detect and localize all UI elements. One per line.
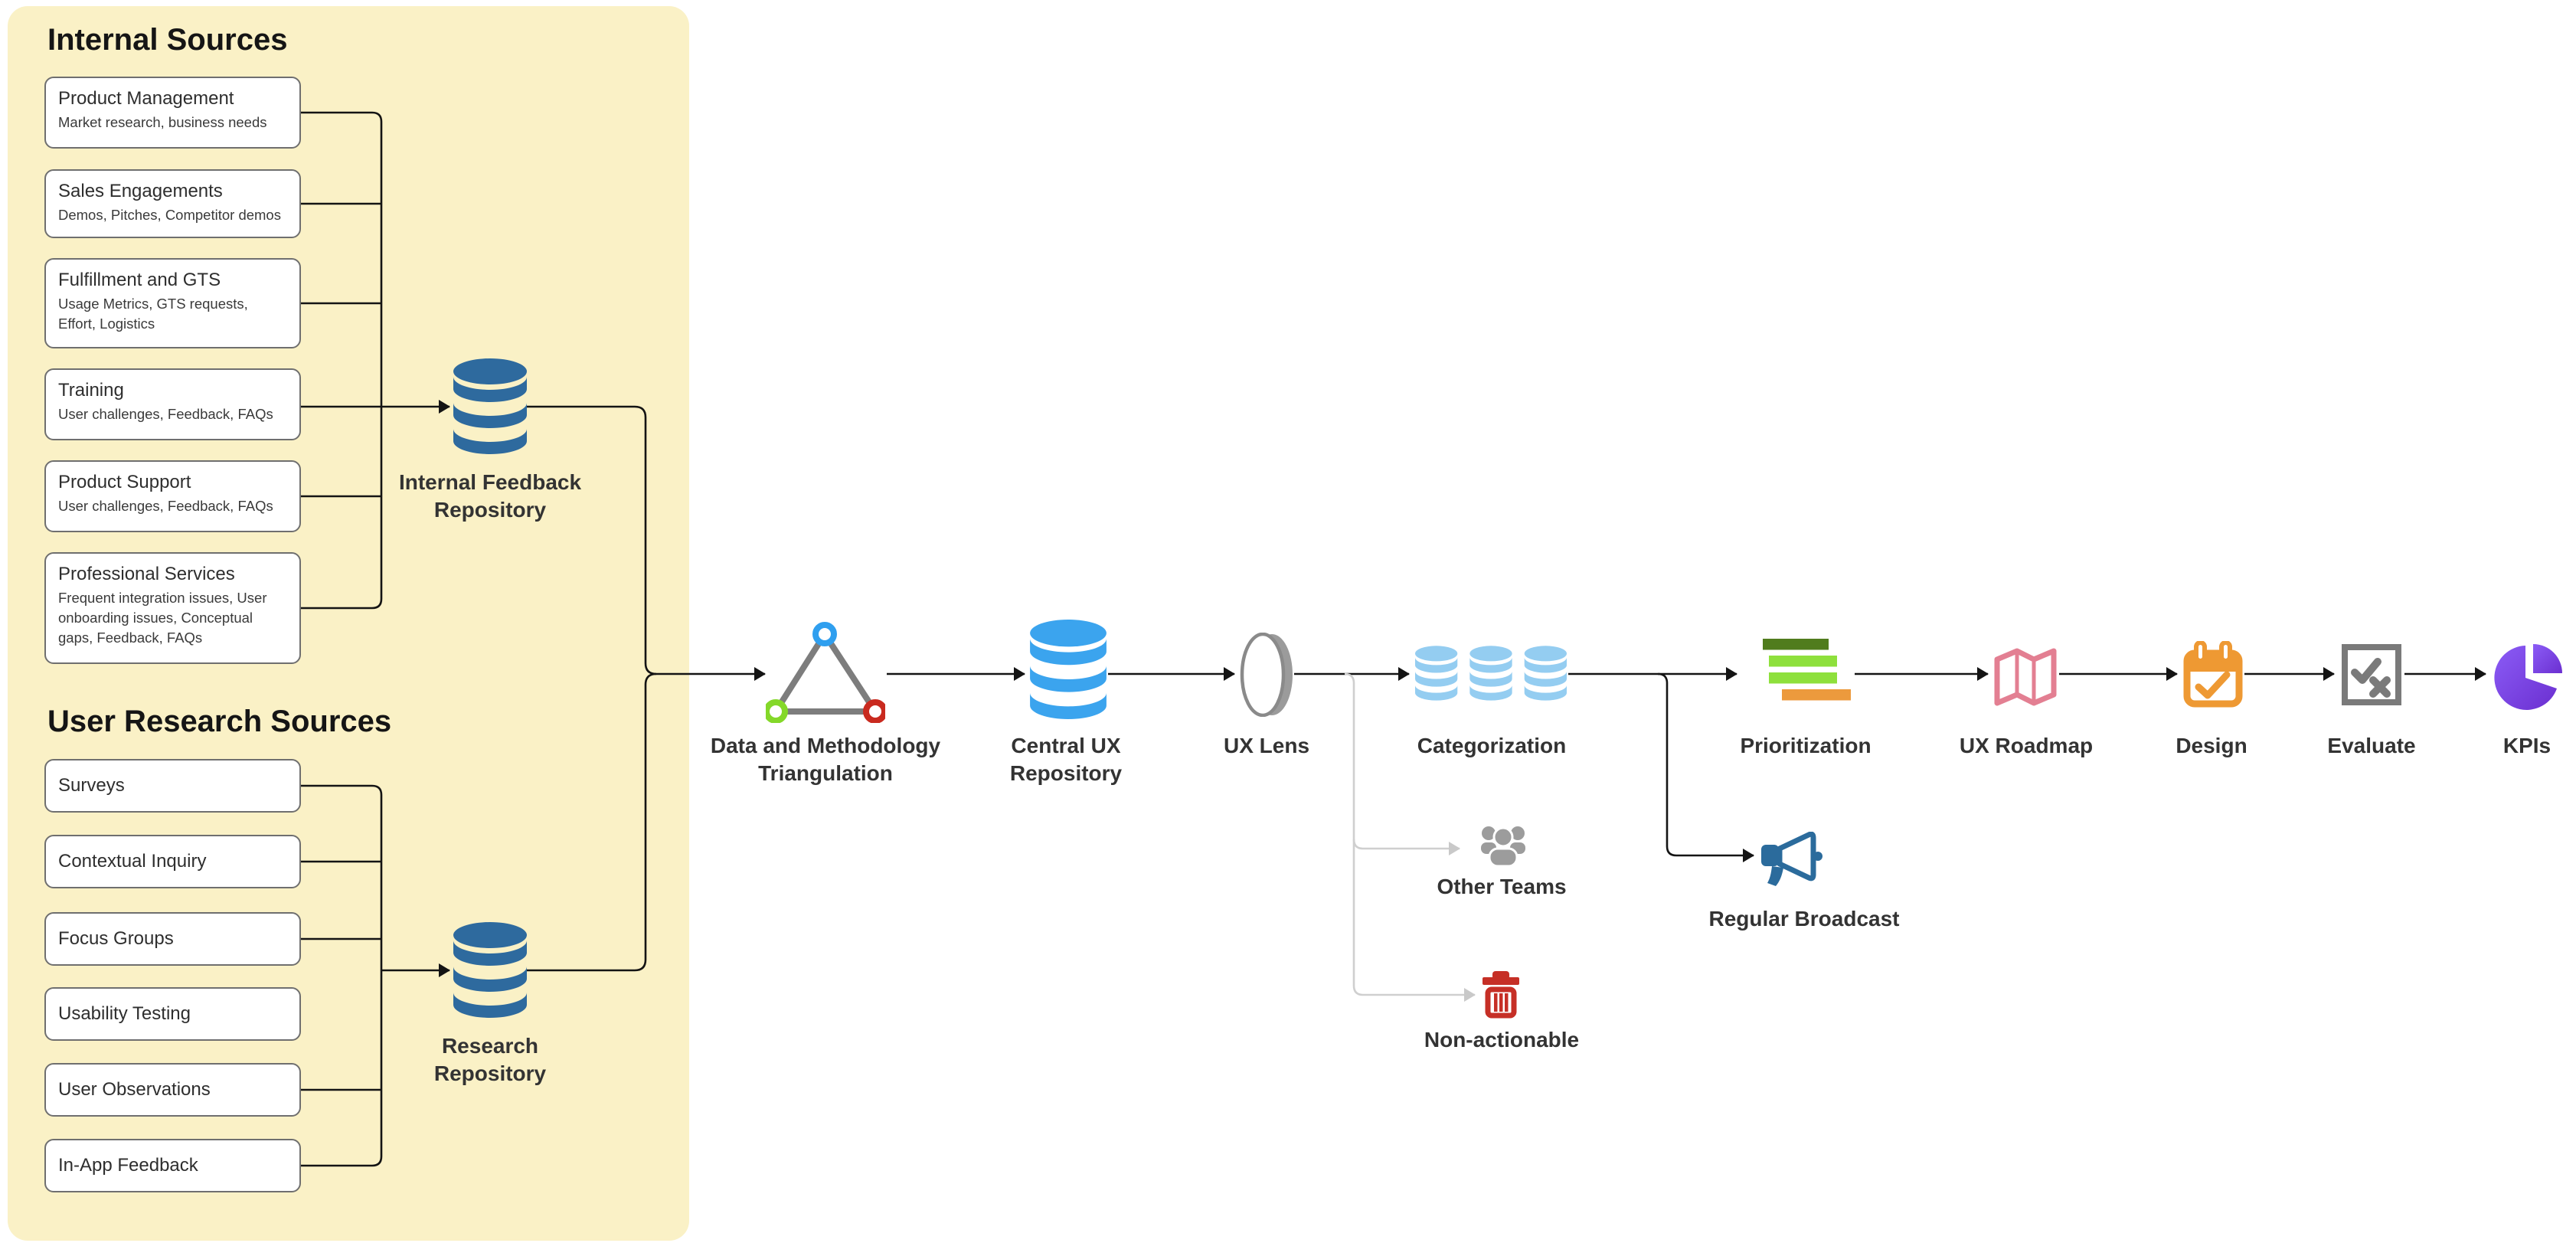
database-cluster-icon (1415, 642, 1567, 711)
internal-repository-label: Internal Feedback Repository (398, 470, 582, 522)
map-icon (1993, 647, 2058, 711)
checklist-icon (2340, 644, 2403, 709)
source-box-user-observations: User Observations (44, 1063, 301, 1117)
kpis-label: KPIs (2502, 734, 2551, 757)
source-title: Professional Services (58, 564, 235, 584)
research-repository-label: Research Repository (433, 1034, 547, 1085)
stacked-bars-icon (1758, 637, 1855, 705)
source-box-in-app-feedback: In-App Feedback (44, 1139, 301, 1192)
source-box-surveys: Surveys (44, 759, 301, 813)
source-subtitle: Market research, business needs (58, 114, 267, 130)
source-title: Product Management (58, 88, 234, 109)
source-title: Usability Testing (58, 1003, 191, 1024)
source-box-sales-engagements: Sales Engagements Demos, Pitches, Compet… (44, 169, 301, 238)
evaluate-label: Evaluate (2327, 734, 2416, 757)
source-box-focus-groups: Focus Groups (44, 912, 301, 966)
source-subtitle: Usage Metrics, GTS requests, Effort, Log… (58, 296, 248, 332)
megaphone-icon (1760, 831, 1824, 891)
source-box-product-management: Product Management Market research, busi… (44, 77, 301, 149)
internal-sources-heading: Internal Sources (47, 23, 288, 57)
design-label: Design (2176, 734, 2247, 757)
source-box-usability-testing: Usability Testing (44, 987, 301, 1041)
ux-lens-label: UX Lens (1223, 734, 1310, 757)
source-subtitle: User challenges, Feedback, FAQs (58, 406, 273, 422)
source-title: Focus Groups (58, 928, 174, 949)
source-title: User Observations (58, 1079, 211, 1100)
source-subtitle: User challenges, Feedback, FAQs (58, 498, 273, 514)
other-teams-label: Other Teams (1437, 875, 1567, 898)
lens-icon (1239, 632, 1296, 721)
source-title: Contextual Inquiry (58, 851, 207, 872)
calendar-check-icon (2183, 640, 2243, 712)
source-title: Fulfillment and GTS (58, 270, 221, 290)
source-subtitle: Demos, Pitches, Competitor demos (58, 207, 281, 223)
trash-icon (1481, 970, 1521, 1022)
database-icon (1030, 620, 1107, 724)
categorization-label: Categorization (1417, 734, 1567, 757)
source-title: Surveys (58, 775, 125, 796)
database-icon (453, 922, 527, 1022)
triangulation-label: Data and Methodology Triangulation (710, 734, 941, 785)
source-box-training: Training User challenges, Feedback, FAQs (44, 368, 301, 440)
source-box-contextual-inquiry: Contextual Inquiry (44, 835, 301, 888)
user-research-sources-heading: User Research Sources (47, 705, 392, 738)
source-title: Training (58, 380, 124, 401)
source-box-product-support: Product Support User challenges, Feedbac… (44, 460, 301, 532)
regular-broadcast-label: Regular Broadcast (1708, 907, 1900, 931)
source-subtitle: Frequent integration issues, User onboar… (58, 590, 267, 646)
triangle-vertices-icon (763, 622, 888, 727)
source-title: In-App Feedback (58, 1155, 198, 1176)
people-icon (1479, 824, 1527, 872)
source-title: Product Support (58, 472, 191, 492)
prioritization-label: Prioritization (1740, 734, 1872, 757)
source-box-fulfillment-gts: Fulfillment and GTS Usage Metrics, GTS r… (44, 258, 301, 348)
non-actionable-label: Non-actionable (1424, 1028, 1580, 1052)
pie-chart-icon (2492, 641, 2562, 715)
central-repository-label: Central UX Repository (1009, 734, 1123, 785)
source-box-professional-services: Professional Services Frequent integrati… (44, 552, 301, 664)
database-icon (453, 358, 527, 459)
source-title: Sales Engagements (58, 181, 223, 201)
ux-roadmap-label: UX Roadmap (1959, 734, 2094, 757)
